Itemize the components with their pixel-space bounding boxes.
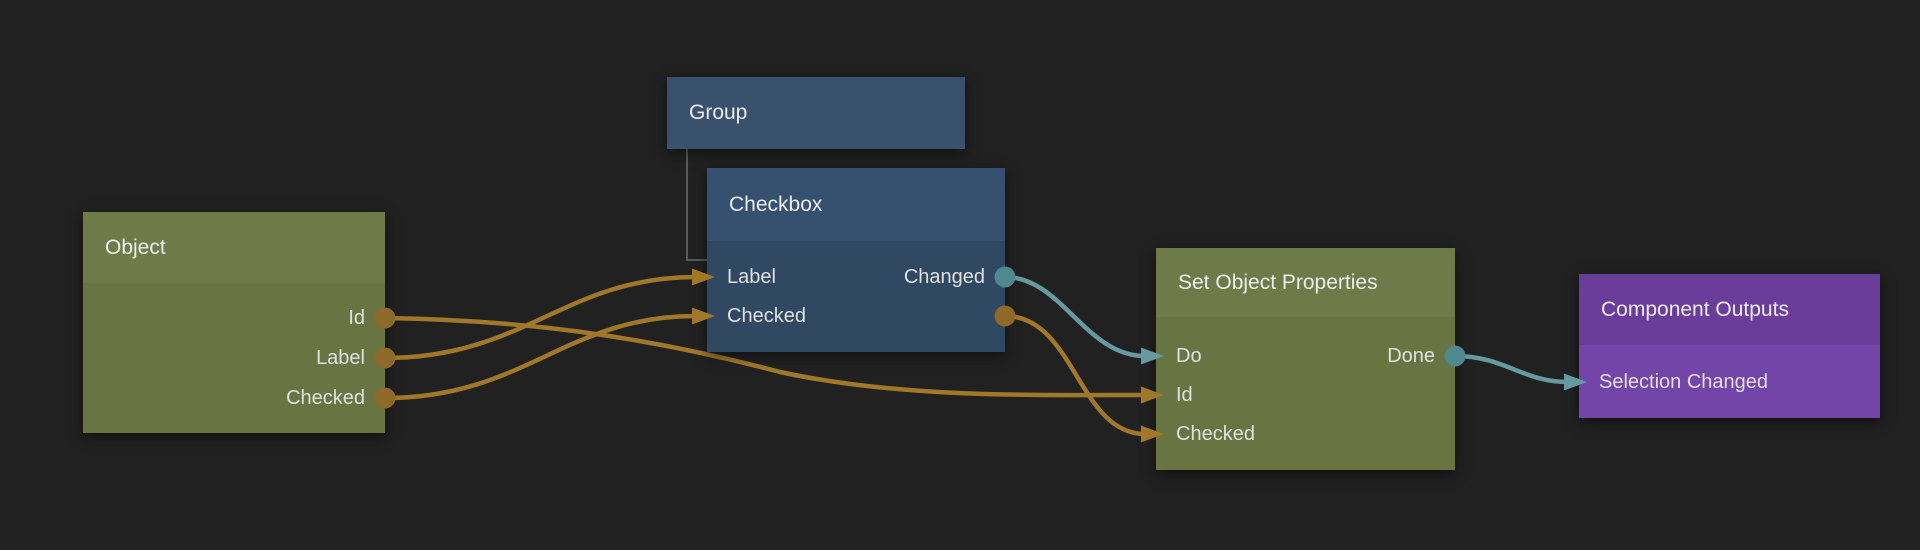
node-component-outputs[interactable]: Component Outputs Selection Changed [1579, 274, 1880, 418]
node-setprops-header[interactable]: Set Object Properties [1156, 248, 1455, 317]
node-object-body [83, 283, 385, 433]
wire-object-label-to-checkbox-label[interactable] [382, 274, 699, 361]
node-group[interactable]: Group [667, 77, 965, 149]
node-component-outputs-header[interactable]: Component Outputs [1579, 274, 1880, 345]
checkbox-label-input[interactable]: Label [727, 264, 776, 290]
setprops-id-input[interactable]: Id [1176, 382, 1193, 408]
co-selection-changed-input[interactable]: Selection Changed [1599, 369, 1768, 395]
setprops-do-input[interactable]: Do [1176, 343, 1202, 369]
port-label: Do [1176, 345, 1202, 367]
node-checkbox-body [707, 241, 1005, 352]
port-label: Changed [903, 266, 985, 288]
wire-object-checked-to-checkbox-checked[interactable] [382, 313, 699, 401]
node-component-outputs-title: Component Outputs [1601, 297, 1789, 321]
node-object[interactable]: Object Id Label Checked [83, 212, 385, 433]
node-object-title: Object [105, 235, 166, 259]
port-label: Id [1176, 384, 1193, 406]
node-group-header[interactable]: Group [667, 77, 965, 149]
port-label: Label [727, 266, 776, 288]
node-component-outputs-body [1579, 345, 1880, 418]
object-checked-output[interactable]: Checked [286, 385, 365, 411]
node-checkbox[interactable]: Checkbox Label Checked Changed [707, 168, 1005, 352]
wire-checkbox-changed-to-setprops-do[interactable] [1002, 274, 1148, 359]
port-label: Checked [727, 305, 806, 327]
object-id-output[interactable]: Id [348, 305, 365, 331]
setprops-checked-input[interactable]: Checked [1176, 421, 1255, 447]
port-label: Id [348, 307, 365, 329]
node-setprops-title: Set Object Properties [1178, 270, 1378, 294]
port-label: Checked [286, 387, 365, 409]
node-object-header[interactable]: Object [83, 212, 385, 283]
group-to-checkbox-hierarchy-line [686, 149, 707, 261]
wire-setprops-done-to-co-selection-changed[interactable] [1452, 353, 1571, 385]
object-label-output[interactable]: Label [316, 345, 365, 371]
node-setprops-body [1156, 317, 1455, 470]
node-checkbox-title: Checkbox [729, 192, 823, 216]
checkbox-checked-input[interactable]: Checked [727, 303, 806, 329]
wire-checkbox-checked-to-setprops-checked[interactable] [1002, 313, 1148, 437]
node-set-object-properties[interactable]: Set Object Properties Do Id Checked Done [1156, 248, 1455, 470]
node-checkbox-header[interactable]: Checkbox [707, 168, 1005, 241]
port-label: Selection Changed [1599, 371, 1769, 393]
port-label: Label [316, 347, 365, 369]
port-label: Done [1387, 345, 1435, 367]
checkbox-changed-output[interactable]: Changed [904, 264, 985, 290]
setprops-done-output[interactable]: Done [1387, 343, 1435, 369]
port-label: Checked [1176, 423, 1255, 445]
node-group-title: Group [689, 101, 748, 124]
